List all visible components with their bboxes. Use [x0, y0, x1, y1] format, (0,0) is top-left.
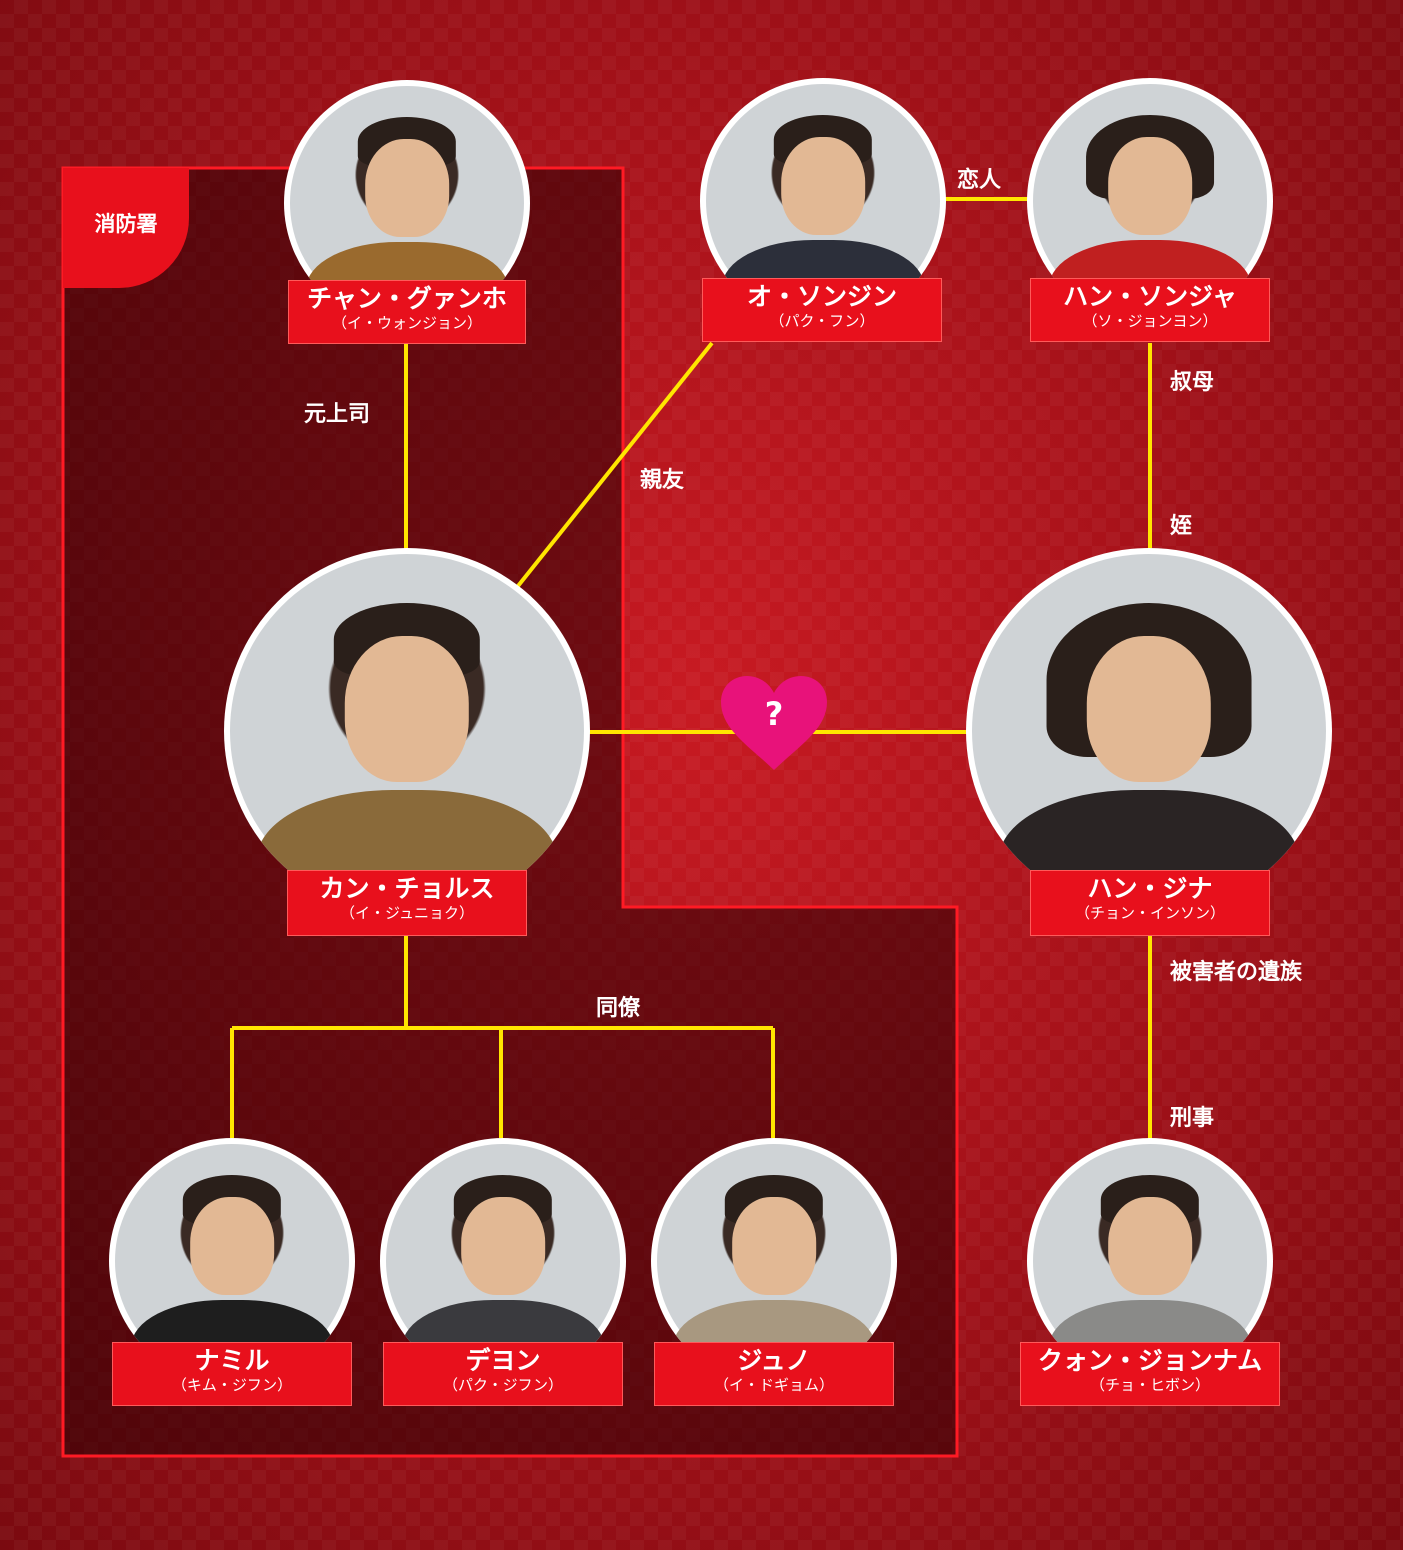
rel-best-friend: 親友 — [640, 468, 685, 493]
actor-chang: （イ・ウォンジョン） — [331, 314, 482, 332]
rel-lovers: 恋人 — [957, 168, 1002, 193]
actor-oh: （パク・フン） — [769, 312, 875, 330]
rel-former-boss: 元上司 — [304, 402, 371, 427]
actor-namil: （キム・ジフン） — [171, 1376, 293, 1394]
actor-deyon: （パク・ジフン） — [442, 1376, 563, 1394]
name-namil: ナミル — [194, 1346, 270, 1375]
name-kang: カン・チョルス — [319, 874, 495, 903]
name-deyon: デヨン — [465, 1346, 541, 1375]
actor-han-jina: （チョン・インソン） — [1074, 904, 1225, 922]
rel-aunt: 叔母 — [1170, 370, 1215, 395]
line-best-friend — [516, 341, 714, 588]
romance-question-mark: ? — [764, 695, 784, 733]
rel-victim-family: 被害者の遺族 — [1170, 960, 1303, 985]
actor-kwon: （チョ・ヒボン） — [1089, 1376, 1210, 1394]
actor-kang: （イ・ジュニョク） — [340, 904, 474, 922]
rel-colleagues: 同僚 — [596, 996, 641, 1021]
name-kwon: クォン・ジョンナム — [1037, 1346, 1263, 1375]
heart-icon — [721, 676, 827, 770]
actor-han-sonja: （ソ・ジョンヨン） — [1082, 312, 1218, 330]
name-card-kwon: クォン・ジョンナム （チョ・ヒボン） — [1020, 1342, 1280, 1406]
name-card-kang: カン・チョルス （イ・ジュニョク） — [287, 870, 527, 936]
photo-han-jina — [966, 548, 1332, 914]
name-han-jina: ハン・ジナ — [1087, 874, 1213, 903]
fire-station-label: 消防署 — [63, 168, 189, 288]
rel-niece: 姪 — [1170, 514, 1193, 539]
name-card-juno: ジュノ （イ・ドギョム） — [654, 1342, 894, 1406]
name-card-namil: ナミル （キム・ジフン） — [112, 1342, 352, 1406]
name-han-sonja: ハン・ソンジャ — [1063, 282, 1237, 311]
name-chang: チャン・グァンホ — [307, 284, 507, 313]
rel-detective: 刑事 — [1170, 1106, 1215, 1131]
name-card-chang: チャン・グァンホ （イ・ウォンジョン） — [288, 280, 526, 344]
name-juno: ジュノ — [737, 1346, 811, 1375]
actor-juno: （イ・ドギョム） — [713, 1376, 834, 1394]
name-card-han-sonja: ハン・ソンジャ （ソ・ジョンヨン） — [1030, 278, 1270, 342]
name-oh: オ・ソンジン — [746, 282, 897, 311]
name-card-han-jina: ハン・ジナ （チョン・インソン） — [1030, 870, 1270, 936]
name-card-deyon: デヨン （パク・ジフン） — [383, 1342, 623, 1406]
photo-kang — [224, 548, 590, 914]
name-card-oh: オ・ソンジン （パク・フン） — [702, 278, 942, 342]
